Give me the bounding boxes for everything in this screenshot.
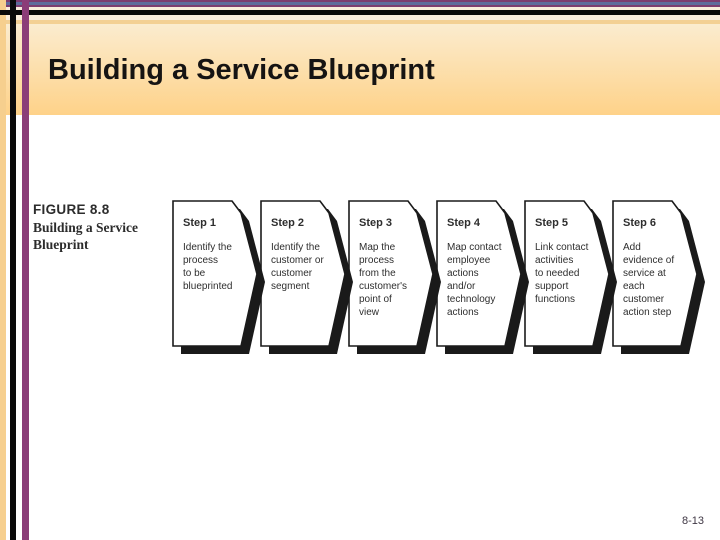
step-shape: Step 3 Map the process from the customer… — [348, 200, 441, 362]
step-body: Identify the process to be blueprinted — [183, 242, 233, 292]
step-arrow-graphic — [348, 200, 441, 354]
step-arrow-face — [612, 200, 698, 347]
left-purple-stripe — [22, 0, 29, 540]
left-black-stripe — [10, 0, 16, 540]
page-number: 8-13 — [681, 515, 704, 527]
step-arrow-face — [524, 200, 610, 347]
step-label: Step 6 — [623, 217, 657, 229]
step-shape: Step 4 Map contact employee actions and/… — [436, 200, 529, 362]
step-text: Step 6 Add evidence of service at each c… — [623, 217, 687, 319]
title-band: Building a Service Blueprint — [0, 24, 720, 115]
step-text: Step 3 Map the process from the customer… — [359, 217, 423, 319]
figure-title-line2: Blueprint — [33, 237, 89, 252]
top-accent-blue-line — [0, 2, 720, 5]
step-shape: Step 6 Add evidence of service at each c… — [612, 200, 705, 362]
step-text: Step 1 Identify the process to be bluepr… — [183, 217, 247, 293]
step-text: Step 4 Map contact employee actions and/… — [447, 217, 511, 319]
step-label: Step 2 — [271, 217, 305, 229]
step-label: Step 4 — [447, 217, 481, 229]
slide-title: Building a Service Blueprint — [48, 54, 435, 86]
step-text: Step 5 Link contact activities to needed… — [535, 217, 599, 306]
top-tan-line — [0, 20, 720, 24]
figure-title: Building a Service Blueprint — [33, 219, 163, 253]
top-cream-band-2 — [0, 15, 720, 20]
step-body: Identify the customer or customer segmen… — [271, 242, 324, 292]
figure-number: FIGURE 8.8 — [33, 202, 110, 217]
steps-row: Step 1 Identify the process to be bluepr… — [172, 200, 712, 365]
step-arrow-face — [172, 200, 258, 347]
step-label: Step 5 — [535, 217, 569, 229]
step-body: Map contact employee actions and/or tech… — [447, 242, 502, 318]
step-text: Step 2 Identify the customer or customer… — [271, 217, 335, 293]
step-label: Step 3 — [359, 217, 393, 229]
step-arrow-graphic — [260, 200, 353, 354]
step-arrow-face — [436, 200, 522, 347]
figure-caption: FIGURE 8.8 Building a Service Blueprint — [33, 202, 163, 253]
step-arrow-graphic — [172, 200, 265, 354]
step-shape: Step 1 Identify the process to be bluepr… — [172, 200, 265, 362]
figure-title-line1: Building a Service — [33, 220, 139, 235]
top-black-line — [0, 10, 720, 15]
step-shape: Step 2 Identify the customer or customer… — [260, 200, 353, 362]
left-orange-stripe — [0, 0, 6, 540]
step-body: Link contact activities to needed suppor… — [535, 242, 589, 305]
step-shape: Step 5 Link contact activities to needed… — [524, 200, 617, 362]
step-arrow-graphic — [436, 200, 529, 354]
step-arrow-graphic — [612, 200, 705, 354]
step-label: Step 1 — [183, 217, 217, 229]
step-arrow-graphic — [524, 200, 617, 354]
step-body: Add evidence of service at each customer… — [623, 242, 675, 318]
step-arrow-face — [348, 200, 434, 347]
step-body: Map the process from the customer's poin… — [359, 242, 408, 318]
top-accent-purple-thin-line — [0, 5, 720, 7]
step-arrow-face — [260, 200, 346, 347]
top-accent-purple-line — [0, 0, 720, 2]
top-cream-band — [0, 6, 720, 10]
